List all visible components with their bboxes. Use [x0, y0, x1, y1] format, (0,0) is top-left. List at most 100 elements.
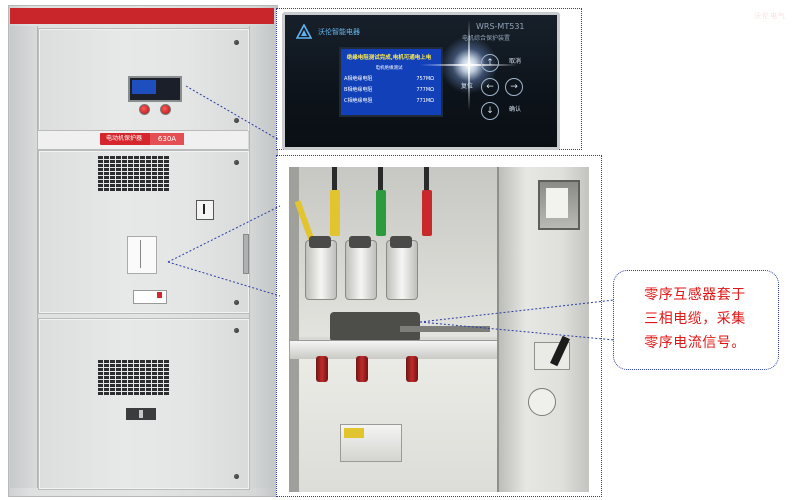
vent-slot: [134, 184, 139, 187]
vent-slot: [158, 376, 163, 379]
down-arrow-key[interactable]: ↓: [481, 102, 499, 120]
vent-slot: [128, 176, 133, 179]
vent-slot: [134, 180, 139, 183]
vent-slot: [128, 372, 133, 375]
reset-key[interactable]: 复位: [460, 83, 473, 90]
vent-slot: [158, 168, 163, 171]
vent-slot: [104, 368, 109, 371]
connector-line: [419, 299, 615, 323]
brand-logo-icon: [296, 24, 312, 39]
vent-slot: [104, 180, 109, 183]
vent-slot: [98, 168, 103, 171]
cancel-key[interactable]: 取消: [508, 58, 521, 65]
lcd-status-message: 绝缘电阻测试完成,电机可通电上电: [346, 55, 432, 61]
vent-slot: [164, 380, 169, 383]
vent-slot: [128, 180, 133, 183]
vent-slot: [110, 392, 115, 395]
vent-slot: [98, 360, 103, 363]
vent-slot: [140, 360, 145, 363]
vent-slot: [146, 164, 151, 167]
vent-slot: [152, 376, 157, 379]
annotation-callout: [613, 270, 779, 370]
transformer-cap: [390, 236, 412, 248]
vent-slot: [146, 388, 151, 391]
inspection-window-glass: [546, 188, 568, 218]
vent-slot: [122, 180, 127, 183]
vent-slot: [134, 172, 139, 175]
door-handle[interactable]: [243, 234, 249, 274]
vent-slot: [104, 176, 109, 179]
vent-slot: [146, 392, 151, 395]
vent-slot: [110, 380, 115, 383]
vent-slot: [134, 360, 139, 363]
vent-slot: [116, 372, 121, 375]
vent-slot: [134, 168, 139, 171]
vent-slot: [164, 388, 169, 391]
vent-slot: [128, 172, 133, 175]
transformer-cap: [349, 236, 371, 248]
vent-slot: [146, 188, 151, 191]
vent-slot: [134, 388, 139, 391]
vent-slot: [164, 392, 169, 395]
vent-slot: [128, 156, 133, 159]
relay-device-name: 电机综合保护装置: [462, 35, 511, 42]
vent-slot: [152, 164, 157, 167]
vent-slot: [158, 364, 163, 367]
vent-slot: [146, 384, 151, 387]
vent-slot: [164, 156, 169, 159]
vent-slot: [164, 172, 169, 175]
relay-lcd-screen: [339, 47, 443, 117]
vent-slot: [98, 392, 103, 395]
right-arrow-key[interactable]: →: [505, 78, 523, 96]
connector-line: [167, 205, 281, 263]
red-indicator-button[interactable]: [139, 104, 150, 115]
vent-slot: [110, 388, 115, 391]
operating-rod: [400, 326, 490, 332]
vent-slot: [110, 360, 115, 363]
vent-slot: [158, 380, 163, 383]
vent-slot: [104, 160, 109, 163]
left-arrow-key[interactable]: ←: [481, 78, 499, 96]
vent-slot: [158, 372, 163, 375]
vent-slot: [128, 384, 133, 387]
current-transformer: [305, 240, 337, 300]
vent-slot: [164, 364, 169, 367]
vent-slot: [134, 392, 139, 395]
vent-slot: [158, 368, 163, 371]
ventilation-grille: [98, 360, 169, 395]
vent-slot: [158, 184, 163, 187]
vent-slot: [98, 372, 103, 375]
vent-slot: [134, 372, 139, 375]
red-indicator-button[interactable]: [160, 104, 171, 115]
vent-slot: [140, 156, 145, 159]
vent-slot: [128, 160, 133, 163]
vent-slot: [116, 384, 121, 387]
vent-slot: [98, 160, 103, 163]
vent-slot: [104, 360, 109, 363]
vent-slot: [146, 180, 151, 183]
up-arrow-key[interactable]: ↑: [481, 54, 499, 72]
vent-slot: [110, 176, 115, 179]
vent-slot: [164, 164, 169, 167]
vent-slot: [128, 392, 133, 395]
vent-slot: [134, 156, 139, 159]
vent-slot: [110, 368, 115, 371]
vent-slot: [122, 384, 127, 387]
vent-slot: [122, 188, 127, 191]
vent-slot: [152, 160, 157, 163]
confirm-key[interactable]: 确认: [508, 106, 521, 113]
vent-slot: [140, 380, 145, 383]
vent-slot: [98, 388, 103, 391]
vent-slot: [146, 168, 151, 171]
vent-slot: [164, 168, 169, 171]
status-label-marker: [157, 292, 162, 298]
vent-slot: [140, 188, 145, 191]
vent-slot: [164, 188, 169, 191]
vent-slot: [134, 376, 139, 379]
vent-slot: [104, 172, 109, 175]
vent-slot: [116, 368, 121, 371]
vent-slot: [122, 160, 127, 163]
current-transformer: [386, 240, 418, 300]
vent-slot: [122, 376, 127, 379]
